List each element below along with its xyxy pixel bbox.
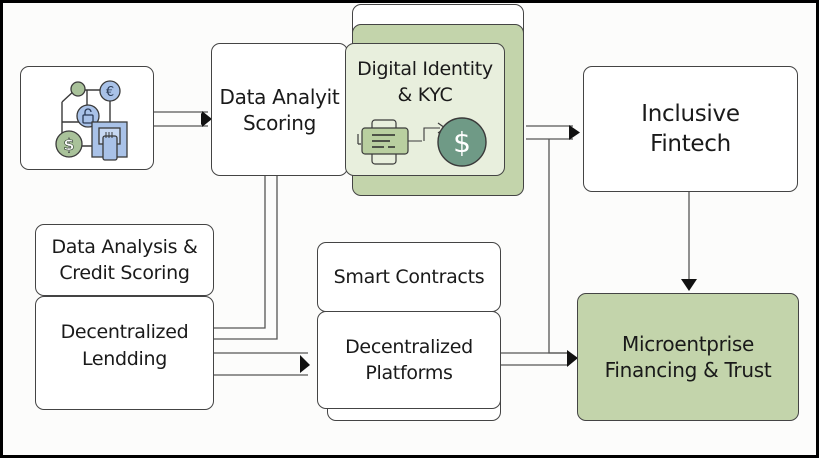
arrowhead (681, 279, 697, 291)
kyc-icons: $ (357, 117, 487, 167)
inclusive-fintech-node[interactable]: Inclusive Fintech (583, 66, 798, 192)
arrowhead (300, 355, 310, 373)
network-node-icon (70, 81, 86, 97)
edge-lending-to-platforms (212, 352, 308, 376)
svg-text:$: $ (453, 126, 471, 159)
microenterprise-financing-node[interactable]: Microentprise Financing & Trust (577, 293, 799, 421)
edge-kyc-to-fintech (526, 125, 573, 140)
smart-contracts-node[interactable]: Smart Contracts (317, 242, 501, 312)
connectors (154, 111, 697, 376)
node-label: Smart Contracts (333, 266, 485, 288)
card-terminal-icon (91, 121, 128, 161)
id-card-icon (357, 119, 409, 165)
edge-scoring-to-lending (212, 175, 278, 340)
edge-icons-to-scoring (154, 111, 208, 127)
node-label: Decentralized Lendding (60, 321, 189, 370)
icon-cluster-node[interactable]: € $ (20, 66, 154, 170)
node-label: Data Analyit Scoring (219, 84, 340, 135)
dollar-coin-icon: $ (437, 117, 487, 167)
arrowhead (569, 125, 580, 140)
arrowhead (567, 350, 578, 367)
data-analyit-scoring-node[interactable]: Data Analyit Scoring (211, 43, 348, 176)
decentralized-lending-node[interactable]: Decentralized Lendding (35, 296, 214, 410)
data-analysis-credit-scoring-node[interactable]: Data Analysis & Credit Scoring (35, 224, 214, 296)
arrowhead (202, 111, 212, 127)
node-label: Decentralized Platforms (345, 336, 473, 384)
svg-text:€: € (106, 85, 114, 100)
fintech-icon-cluster: € $ (55, 80, 128, 161)
node-label: Data Analysis & Credit Scoring (51, 236, 198, 284)
node-label: Inclusive Fintech (641, 101, 740, 157)
edge-platforms-to-micro (499, 352, 569, 366)
node-label: Microentprise Financing & Trust (604, 332, 772, 382)
euro-coin-icon: € (99, 80, 121, 102)
svg-text:$: $ (63, 135, 74, 154)
digital-identity-kyc-node[interactable]: Digital Identity & KYC $ (345, 43, 505, 176)
decentralized-platforms-node[interactable]: Decentralized Platforms (317, 311, 501, 409)
node-label: Digital Identity & KYC (357, 58, 493, 106)
dollar-coin-icon: $ (55, 130, 83, 158)
diagram-canvas: € $ Data Analyit Scoring Digital Identit… (3, 3, 816, 455)
edge-kyc-to-micro (548, 139, 569, 354)
